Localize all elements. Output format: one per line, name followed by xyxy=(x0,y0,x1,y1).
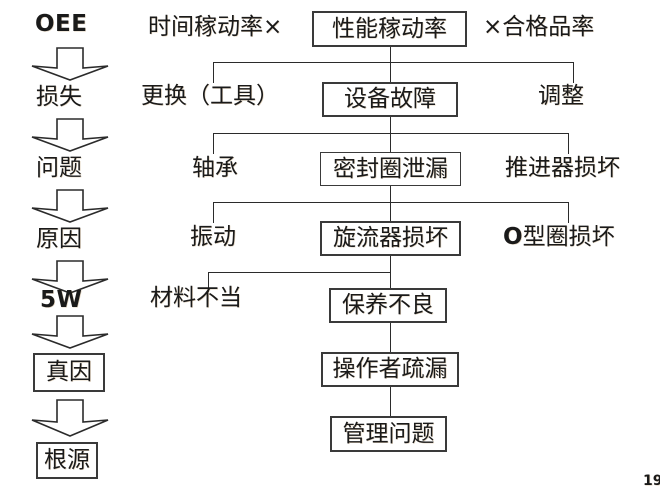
connector-stub-left-l1 xyxy=(213,62,214,83)
connector-bus-l2 xyxy=(213,133,569,134)
level3-center-node: 旋流器损坏 xyxy=(320,221,461,256)
down-block-arrow-icon-3 xyxy=(30,188,110,224)
connector-stub-left-l2 xyxy=(213,133,214,154)
stage-label-5w: 5W xyxy=(40,287,83,313)
stage-label-problem: 问题 xyxy=(36,155,82,181)
level1-right-label: 调整 xyxy=(538,83,584,109)
connector-drop-center-l3 xyxy=(390,202,391,222)
level4-center-node: 保养不良 xyxy=(329,288,447,323)
down-block-arrow-icon-4 xyxy=(30,259,110,295)
connector-trunk-l2 xyxy=(390,117,391,133)
connector-stub-right-l3 xyxy=(568,202,569,223)
connector-trunk-l3 xyxy=(390,186,391,202)
stage-node-root-source: 根源 xyxy=(36,442,98,479)
connector-drop-center-l4 xyxy=(390,272,391,289)
connector-stub-left-l3 xyxy=(213,202,214,223)
page-number: 19 xyxy=(643,473,660,487)
level3-left-label: 振动 xyxy=(190,224,236,250)
stage-heading-oee: OEE xyxy=(35,11,88,37)
level5-center-node: 操作者疏漏 xyxy=(321,352,459,387)
level1-center-node: 设备故障 xyxy=(322,82,458,117)
formula-left-factor: 时间稼动率× xyxy=(148,14,283,40)
level1-left-label: 更换（工具） xyxy=(141,83,279,109)
connector-drop-center-l1 xyxy=(390,62,391,82)
down-block-arrow-icon-5 xyxy=(30,314,110,350)
down-block-arrow-icon-1 xyxy=(30,46,110,82)
stage-label-cause: 原因 xyxy=(36,226,82,252)
down-block-arrow-icon-6 xyxy=(30,398,110,438)
connector-trunk-l4 xyxy=(390,256,391,272)
level4-left-label: 材料不当 xyxy=(150,285,242,311)
stage-label-loss: 损失 xyxy=(36,84,82,110)
connector-bus-l3 xyxy=(213,202,569,203)
connector-stub-right-l2 xyxy=(568,133,569,154)
level2-center-node: 密封圈泄漏 xyxy=(320,152,461,186)
connector-bus-l4 xyxy=(208,272,391,273)
connector-stub-right-l1 xyxy=(573,62,574,83)
down-block-arrow-icon-2 xyxy=(30,117,110,153)
level2-left-label: 轴承 xyxy=(192,155,238,181)
connector-drop-center-l2 xyxy=(390,133,391,153)
connector-trunk-l5 xyxy=(390,323,391,352)
connector-bus-l1 xyxy=(213,62,574,63)
connector-trunk-l6 xyxy=(390,387,391,416)
level2-right-label: 推进器损坏 xyxy=(505,155,620,181)
stage-node-true-cause: 真因 xyxy=(33,353,105,392)
formula-right-factor: ×合格品率 xyxy=(483,14,595,40)
connector-trunk-l1 xyxy=(390,47,391,62)
formula-center-factor-node: 性能稼动率 xyxy=(312,11,467,47)
level3-right-label: O型圈损坏 xyxy=(503,224,615,250)
connector-stub-left-l4 xyxy=(208,272,209,292)
level6-center-node: 管理问题 xyxy=(330,416,447,452)
